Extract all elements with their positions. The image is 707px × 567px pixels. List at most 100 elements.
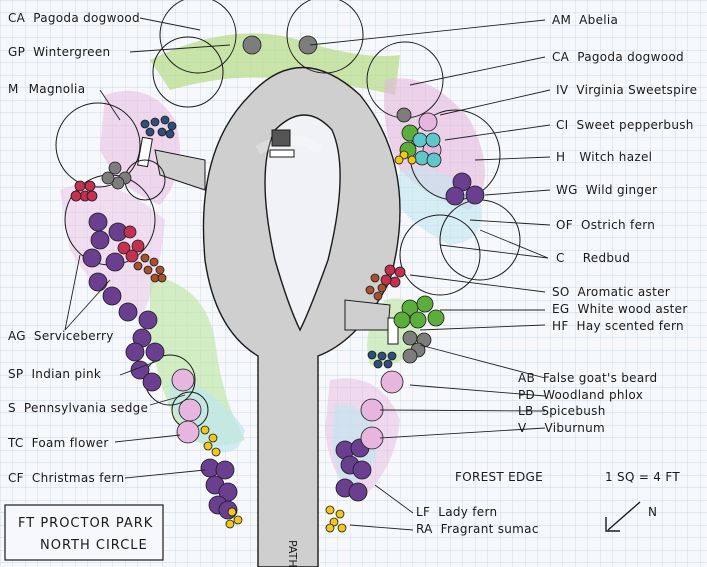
shrub-red: [380, 274, 392, 286]
shrub-purple: [142, 372, 162, 392]
shrub-red: [84, 180, 96, 192]
shrub-purple: [145, 342, 165, 362]
shrub-pink: [418, 112, 438, 132]
shrub-grey: [111, 176, 125, 190]
tree-top-grey: [242, 35, 262, 55]
shrub-grey: [402, 330, 418, 346]
shrub-purple: [138, 310, 158, 330]
shrub-red: [86, 190, 98, 202]
shrub-grey: [402, 348, 418, 364]
shrub-purple: [105, 252, 125, 272]
shrub-purple: [102, 286, 122, 306]
shrub-purple: [118, 302, 138, 322]
shrub-green: [409, 311, 427, 329]
shrub-teal: [412, 132, 428, 148]
shrub-pink: [178, 398, 202, 422]
shrub-gold: [203, 441, 213, 451]
shrub-navy: [377, 351, 387, 361]
shrub-gold: [200, 425, 210, 435]
shrub-gold: [329, 517, 339, 527]
shrub-rust: [370, 273, 380, 283]
shrub-red: [74, 180, 86, 192]
shrub-navy: [150, 117, 160, 127]
shrub-rust: [140, 253, 150, 263]
shrub-rust: [157, 273, 167, 283]
north-label: N: [648, 505, 657, 519]
shrub-navy: [373, 359, 383, 369]
shrub-rust: [133, 261, 143, 271]
title-line-2: NORTH CIRCLE: [40, 538, 148, 553]
path-loop: PATH: [137, 66, 401, 567]
shrub-pink: [171, 368, 195, 392]
shrub-purple: [88, 212, 108, 232]
shrub-purple: [82, 248, 102, 268]
shrub-grey: [108, 161, 122, 175]
shrub-pink: [380, 370, 404, 394]
shrub-navy: [387, 351, 397, 361]
shrub-rust: [373, 291, 383, 301]
scale-label: 1 SQ = 4 FT: [605, 470, 680, 484]
shrub-gold: [225, 519, 235, 529]
path-label: PATH: [286, 540, 299, 567]
shrub-purple: [348, 482, 368, 502]
shrub-red: [117, 241, 131, 255]
shrub-teal: [425, 132, 441, 148]
shrub-red: [131, 239, 145, 253]
shrub-gold: [337, 523, 347, 533]
plant-symbols: [70, 35, 485, 533]
leader-lines: [64, 17, 551, 531]
shrub-purple: [465, 185, 485, 205]
shrub-pink: [360, 398, 384, 422]
shrub-navy: [140, 119, 150, 129]
shrub-navy: [167, 121, 177, 131]
shrub-purple-small: [396, 107, 412, 123]
shrub-green: [416, 295, 434, 313]
shrub-gold: [211, 447, 221, 457]
title-line-1: FT PROCTOR PARK: [18, 516, 153, 531]
shrub-rust: [377, 283, 387, 293]
shrub-purple: [445, 186, 465, 206]
shrub-red: [125, 249, 139, 263]
shrub-gold: [325, 523, 335, 533]
shrub-red: [70, 190, 82, 202]
shrub-red: [384, 264, 396, 276]
shrub-teal: [426, 152, 442, 168]
shrub-rust: [143, 265, 153, 275]
shrub-purple: [215, 460, 235, 480]
shrub-rust: [155, 265, 165, 275]
shrub-navy: [157, 127, 167, 137]
shrub-pink: [176, 420, 200, 444]
title-block: FT PROCTOR PARK NORTH CIRCLE: [4, 504, 164, 561]
shrub-navy: [145, 127, 155, 137]
shrub-green: [393, 311, 411, 329]
shrub-navy: [165, 129, 175, 139]
shrub-red: [394, 266, 406, 278]
shrub-gold: [227, 507, 237, 517]
shrub-red: [123, 225, 137, 239]
shrub-rust: [149, 257, 159, 267]
shrub-gold: [325, 505, 335, 515]
shrub-green: [427, 309, 445, 327]
shrub-gold: [394, 155, 404, 165]
shrub-pink: [360, 426, 384, 450]
